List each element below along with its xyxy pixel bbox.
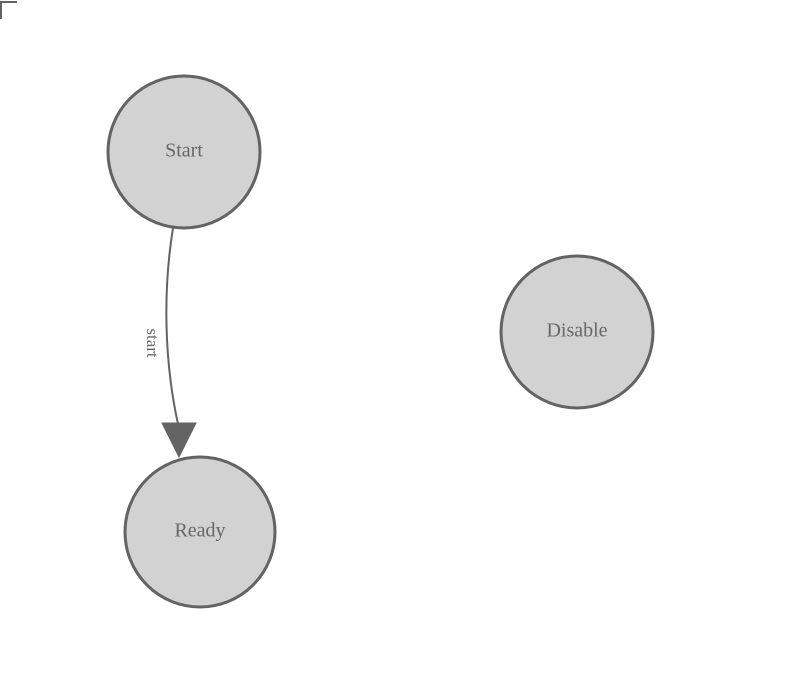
node-start-label: Start [165, 140, 203, 162]
node-disable[interactable]: Disable [499, 254, 655, 410]
node-disable-circle[interactable] [499, 254, 655, 410]
node-start[interactable]: Start [106, 74, 262, 230]
edge-line [165, 227, 179, 425]
arrowhead-icon [161, 422, 197, 459]
edge-label-start: start [143, 328, 162, 358]
node-ready-circle[interactable] [123, 455, 277, 609]
node-ready[interactable]: Ready [123, 455, 277, 609]
edge-start-to-ready[interactable]: start [143, 227, 197, 459]
node-disable-label: Disable [546, 320, 607, 342]
corner-bracket-icon [0, 1, 17, 19]
node-ready-label: Ready [174, 520, 225, 542]
node-start-circle[interactable] [106, 74, 262, 230]
